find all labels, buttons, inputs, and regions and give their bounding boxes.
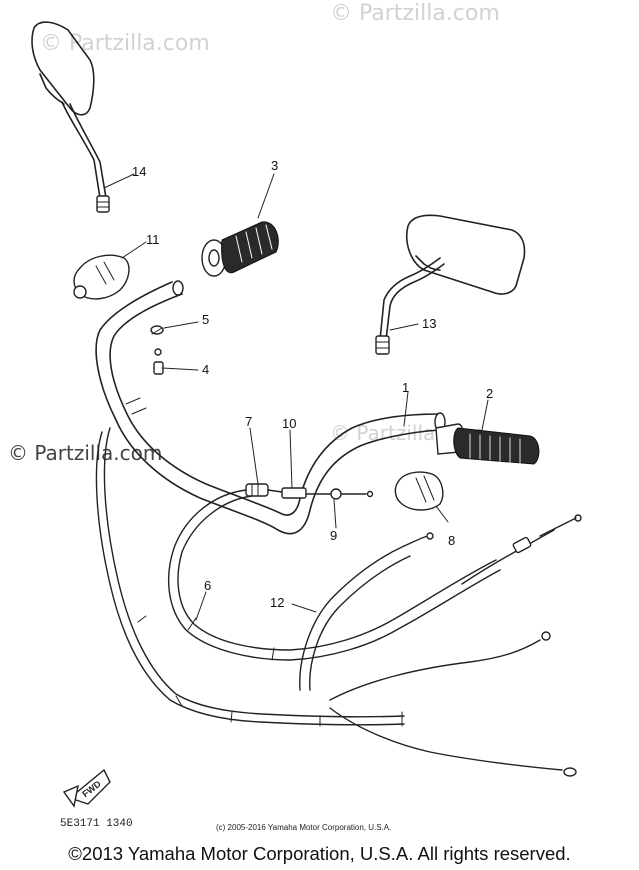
callout-3: 3 (271, 158, 278, 173)
right-switch (394, 471, 444, 511)
callout-14: 14 (132, 164, 146, 179)
clutch-cable (95, 427, 405, 727)
right-mirror (375, 214, 526, 355)
watermark-middle: © Partzilla.com (8, 441, 162, 465)
callout-5: 5 (202, 312, 209, 327)
left-mirror (31, 21, 110, 213)
left-switch-housing (73, 254, 130, 300)
screw (150, 325, 164, 335)
watermark-top: © Partzilla.com (40, 31, 210, 56)
callout-7: 7 (245, 414, 252, 429)
footer-copyright: ©2013 Yamaha Motor Corporation, U.S.A. A… (68, 843, 571, 864)
throttle-grip (201, 221, 279, 277)
small-copyright: (c) 2005-2016 Yamaha Motor Corporation, … (216, 823, 391, 832)
callout-2: 2 (486, 386, 493, 401)
throttle-cable (168, 489, 501, 661)
handlebar (95, 280, 446, 535)
callout-leaders (103, 173, 489, 621)
right-grip (435, 423, 540, 465)
callout-8: 8 (448, 533, 455, 548)
throttle-cable-adjusters (245, 483, 374, 500)
callout-6: 6 (204, 578, 211, 593)
fwd-arrow-icon: FWD (62, 768, 111, 808)
callout-13: 13 (422, 316, 436, 331)
callout-10: 10 (282, 416, 296, 431)
callout-9: 9 (330, 528, 337, 543)
holder (153, 348, 164, 375)
callout-1: 1 (402, 380, 409, 395)
callout-11: 11 (146, 232, 160, 247)
callout-4: 4 (202, 362, 209, 377)
watermark-top-right: © Partzilla.com (330, 1, 500, 26)
switch-cables (299, 514, 582, 777)
diagram-code: 5E3171 1340 (60, 818, 133, 830)
callout-12: 12 (270, 595, 284, 610)
